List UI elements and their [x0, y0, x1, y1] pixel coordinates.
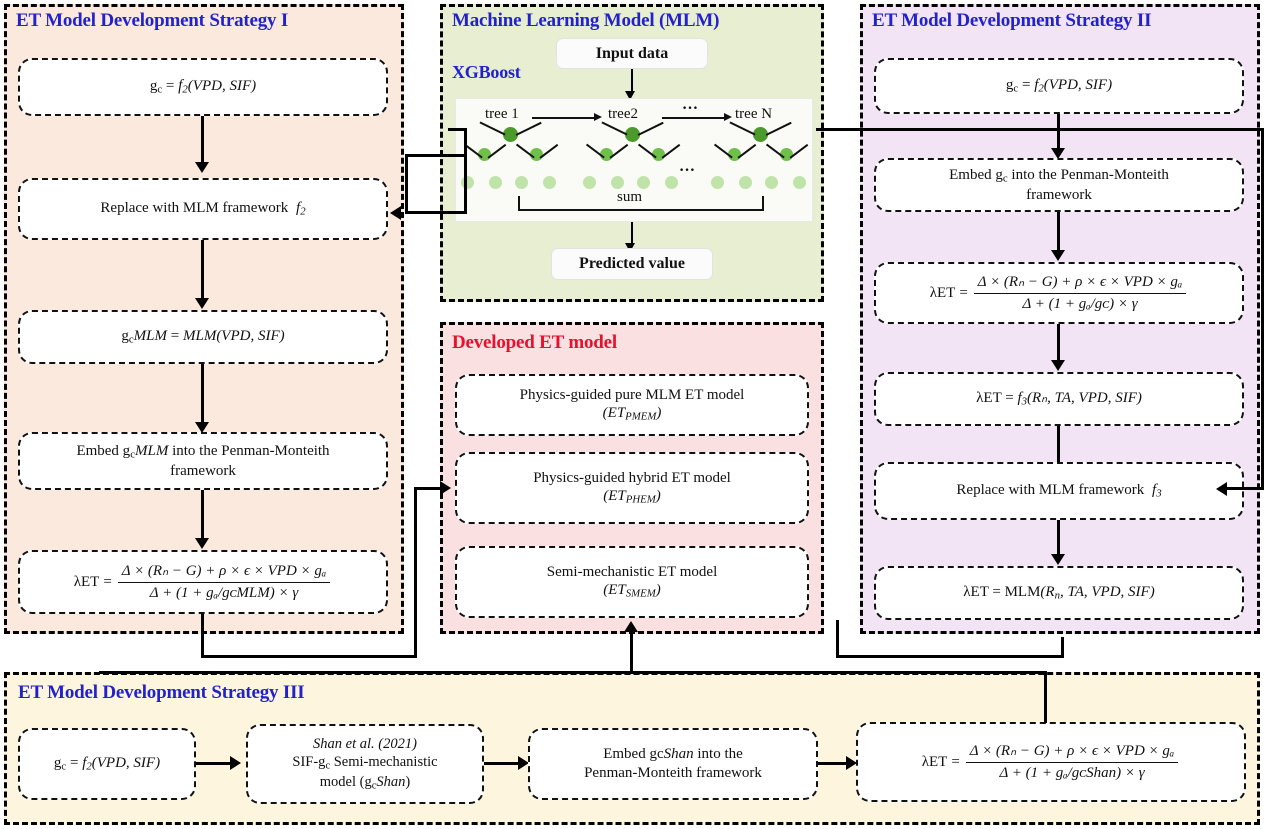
- treeN-root: [753, 127, 768, 142]
- tree-sum-label: sum: [611, 189, 649, 206]
- tree1-leaf2: [489, 176, 502, 189]
- developed-model-1-text: Physics-guided pure MLM ET model (ETPMEM…: [519, 386, 745, 423]
- panel-strategy-3-title: ET Model Development Strategy III: [18, 682, 305, 703]
- s1-step2-text: Replace with MLM framework f2: [100, 199, 306, 218]
- s3-step3-node: Embed gcShan into the Penman-Monteith fr…: [528, 728, 818, 800]
- tree1-leaf1: [461, 176, 474, 189]
- panel-developed-title: Developed ET model: [452, 332, 617, 353]
- s2-step5-node: Replace with MLM framework f3: [874, 462, 1244, 520]
- tree1-leaf4: [543, 176, 556, 189]
- s1-step5-node: λET = Δ × (Rₙ − G) + ρ × ϵ × VPD × gₐ Δ …: [18, 550, 388, 614]
- developed-model-3: Semi-mechanistic ET model (ETSMEM): [455, 546, 809, 618]
- s1-step3-node: gcMLM = MLM(VPD, SIF): [18, 310, 388, 364]
- s2-step2-text: Embed gc into the Penman-Monteith framew…: [949, 166, 1169, 203]
- treeN-leaf2: [739, 176, 752, 189]
- s1-step4-node: Embed gcMLM into the Penman-Monteith fra…: [18, 432, 388, 490]
- s2-step5-text: Replace with MLM framework f3: [956, 481, 1162, 500]
- developed-model-1: Physics-guided pure MLM ET model (ETPMEM…: [455, 374, 809, 436]
- s3-step4-equation: λET = Δ × (Rₙ − G) + ρ × ϵ × VPD × gₐ Δ …: [866, 742, 1236, 783]
- mlm-input-box: Input data: [556, 38, 708, 69]
- tree1-leaf3: [515, 176, 528, 189]
- mlm-output-box: Predicted value: [551, 248, 713, 280]
- mlm-tree-panel: [455, 98, 813, 222]
- tree2-leaf1: [583, 176, 596, 189]
- s3-step3-text: Embed gcShan into the Penman-Monteith fr…: [584, 746, 762, 781]
- connector-s2-down: [836, 620, 839, 658]
- s3-step4-node: λET = Δ × (Rₙ − G) + ρ × ϵ × VPD × gₐ Δ …: [856, 722, 1246, 802]
- tree-label-3: tree N: [735, 106, 773, 122]
- s1-step5-equation: λET = Δ × (Rₙ − G) + ρ × ϵ × VPD × gₐ Δ …: [28, 562, 378, 603]
- s2-step3-equation: λET = Δ × (Rₙ − G) + ρ × ϵ × VPD × gₐ Δ …: [884, 273, 1234, 314]
- tree1-root: [503, 127, 518, 142]
- panel-mlm-title: Machine Learning Model (MLM): [452, 10, 720, 31]
- tree-label-2: tree2: [608, 106, 638, 122]
- developed-model-3-text: Semi-mechanistic ET model (ETSMEM): [546, 563, 718, 600]
- s2-step6-node: λET = MLM(Rn, TA, VPD, SIF): [874, 566, 1244, 620]
- connector-s3-to-developed: [1044, 673, 1047, 723]
- developed-model-2-text: Physics-guided hybrid ET model (ETPHEM): [533, 469, 731, 506]
- developed-model-2: Physics-guided hybrid ET model (ETPHEM): [455, 452, 809, 524]
- panel-strategy-1-title: ET Model Development Strategy I: [16, 10, 289, 31]
- connector-mlm-to-s2: [816, 128, 1264, 131]
- s1-step1-equation: gc = f2(VPD, SIF): [149, 77, 257, 97]
- tree2-leaf4: [665, 176, 678, 189]
- tree2-leaf3: [637, 176, 650, 189]
- tree-label-1: tree 1: [485, 106, 519, 122]
- treeN-leaf1: [711, 176, 724, 189]
- s1-step4-text: Embed gcMLM into the Penman-Monteith fra…: [76, 442, 330, 479]
- tree2-leaf2: [611, 176, 624, 189]
- s2-step4-equation: λET = f3(Rₙ, TA, VPD, SIF): [976, 389, 1142, 408]
- connector-s1-to-developed: [201, 614, 204, 658]
- s2-step2-node: Embed gc into the Penman-Monteith framew…: [874, 158, 1244, 212]
- s2-step6-equation: λET = MLM(Rn, TA, VPD, SIF): [963, 583, 1155, 602]
- s2-step3-node: λET = Δ × (Rₙ − G) + ρ × ϵ × VPD × gₐ Δ …: [874, 262, 1244, 324]
- treeN-leaf3: [765, 176, 778, 189]
- tree-ellipsis-mid: …: [679, 158, 696, 175]
- panel-mlm-subtitle: XGBoost: [452, 62, 521, 82]
- s3-step2-node: Shan et al. (2021) SIF-gc Semi-mechanist…: [246, 724, 484, 804]
- tree2-root: [625, 127, 640, 142]
- panel-strategy-2-title: ET Model Development Strategy II: [872, 10, 1152, 31]
- s1-step1-node: gc = f2(VPD, SIF): [18, 58, 388, 116]
- s3-step1-equation: gc = f2(VPD, SIF): [53, 754, 161, 773]
- s1-step3-equation: gcMLM = MLM(VPD, SIF): [121, 327, 285, 346]
- s2-step1-node: gc = f2(VPD, SIF): [874, 58, 1244, 114]
- s3-step2-text: Shan et al. (2021) SIF-gc Semi-mechanist…: [292, 736, 438, 792]
- treeN-leaf4: [793, 176, 806, 189]
- s3-step1-node: gc = f2(VPD, SIF): [18, 728, 196, 800]
- tree-ellipsis-top: …: [682, 96, 699, 113]
- s2-step1-equation: gc = f2(VPD, SIF): [1005, 76, 1113, 95]
- s1-step2-node: Replace with MLM framework f2: [18, 178, 388, 240]
- s2-step4-node: λET = f3(Rₙ, TA, VPD, SIF): [874, 372, 1244, 426]
